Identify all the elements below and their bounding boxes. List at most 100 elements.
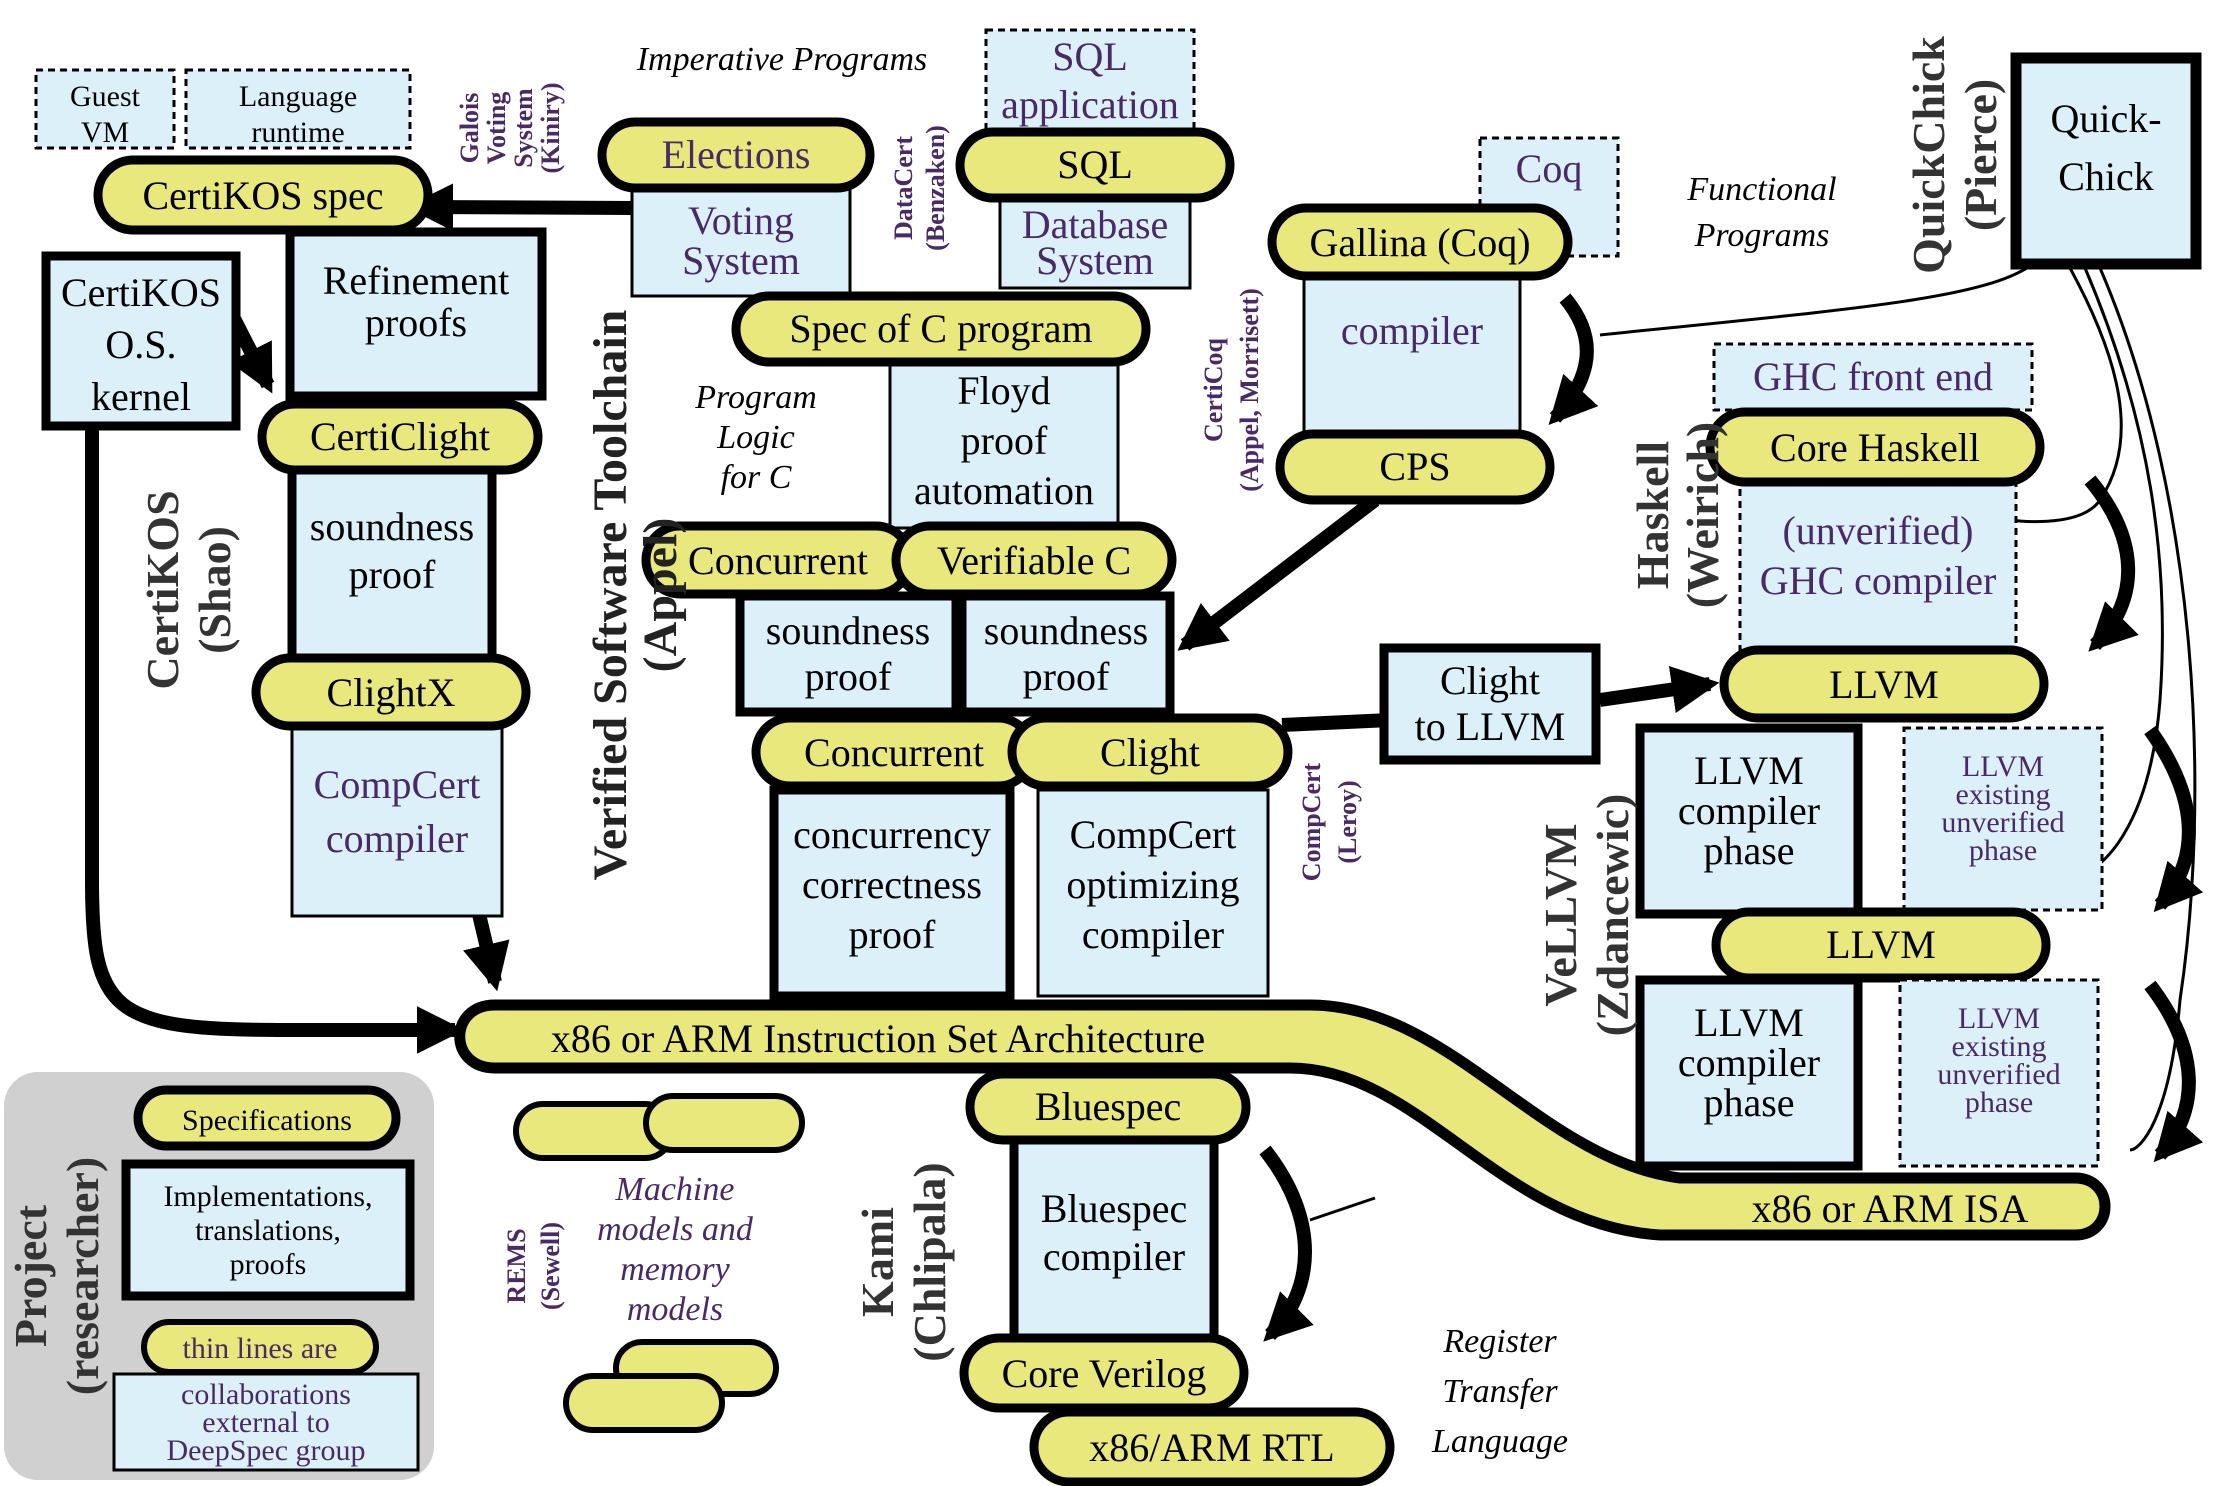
isa-road xyxy=(454,999,2111,1241)
sql-pill-text: SQL xyxy=(1057,142,1133,187)
elections-pill xyxy=(597,117,875,193)
collab-compcert-line: (Leroy) xyxy=(1333,780,1362,863)
ghc-compiler-box-line: GHC compiler xyxy=(1760,558,1997,603)
arrow-compcert-to-isa xyxy=(463,908,510,992)
concurrency-proof-box xyxy=(769,785,1015,1001)
bluespec-compiler-box xyxy=(1009,1135,1219,1343)
sql-pill-line: SQL xyxy=(1057,142,1133,187)
clight-pill xyxy=(1007,713,1293,791)
legend-collaborations-box-line: DeepSpec group xyxy=(166,1434,365,1467)
concurrent-mid-pill-text: Concurrent xyxy=(804,730,984,775)
certicoq-compiler-box-text: compiler xyxy=(1341,308,1483,353)
project-haskell-line: Haskell xyxy=(1627,441,1678,589)
arrow-bluespec-to-verilog xyxy=(1259,1145,1314,1342)
bluespec-pill-text: Bluespec xyxy=(1035,1084,1182,1129)
core-verilog-pill-line: Core Verilog xyxy=(1002,1351,1207,1396)
clight-pill-line: Clight xyxy=(1100,730,1200,775)
language-runtime-box-line: runtime xyxy=(251,116,344,149)
quickchick-box-line: Quick- xyxy=(2050,96,2161,141)
guest-vm-box xyxy=(34,68,176,150)
llvm-pill-1 xyxy=(1719,645,2049,723)
llvm-pill-1-line: LLVM xyxy=(1829,662,1939,707)
legend-implementations-box-line: proofs xyxy=(230,1248,307,1281)
quickchick-box-line: Chick xyxy=(2058,154,2154,199)
soundness-proof-a-box-line: proof xyxy=(805,654,892,699)
project-vst-line: Verified Software Toolchain xyxy=(584,310,637,881)
certiclight-pill-line: CertiClight xyxy=(310,414,490,459)
floyd-box xyxy=(888,358,1120,530)
concurrent-top-pill-line: Concurrent xyxy=(688,538,868,583)
clight-to-llvm-box xyxy=(1379,643,1601,765)
llvm-pill-2 xyxy=(1711,907,2051,983)
rtl-pill-line: x86/ARM RTL xyxy=(1089,1425,1334,1470)
legend-specifications-pill-text: Specifications xyxy=(182,1104,352,1137)
collab-certicoq-text: CertiCoq(Appel, Morrisett) xyxy=(1199,288,1264,492)
thin-lines xyxy=(1309,264,2197,1222)
collab-rems-line: (Sewell) xyxy=(536,1222,565,1310)
legend-specifications-pill xyxy=(133,1085,401,1151)
certiclight-pill-text: CertiClight xyxy=(310,414,490,459)
ghc-compiler-box xyxy=(1738,478,2018,652)
project-vellvm-text: VeLLVM(Zdancewic) xyxy=(1535,794,1638,1037)
isa-main-line: x86 or ARM Instruction Set Architecture xyxy=(551,1016,1205,1061)
certicoq-compiler-box-line: compiler xyxy=(1341,308,1483,353)
collab-datacert-text: DataCert(Benzaken) xyxy=(889,125,950,251)
program-logic-label-line: Logic xyxy=(716,419,794,456)
floyd-box-line: proof xyxy=(961,418,1048,463)
legend-specifications-pill-line: Specifications xyxy=(182,1104,352,1137)
verifiable-c-pill-line: Verifiable C xyxy=(937,538,1131,583)
certikos-kernel-box-line: CertiKOS xyxy=(61,270,221,315)
collab-galois-line: Galois xyxy=(455,93,484,164)
project-kami-line: (Chlipala) xyxy=(904,1162,955,1361)
register-transfer-label-line: Transfer xyxy=(1442,1373,1558,1410)
project-vst-line: (Appel) xyxy=(634,518,687,673)
legend-title-line: Project xyxy=(5,1204,56,1347)
soundness-proof-left-box-line: soundness xyxy=(310,504,474,549)
gallina-pill-text: Gallina (Coq) xyxy=(1309,220,1530,265)
language-runtime-box-line: Language xyxy=(239,80,357,113)
legend-collaborations-box-line: external to xyxy=(202,1406,329,1439)
bluespec-compiler-box-line: Bluespec xyxy=(1041,1186,1188,1231)
arrow-llvm-to-llvm xyxy=(2144,725,2204,913)
voting-system-box-line: System xyxy=(682,238,800,283)
legend-implementations-box xyxy=(121,1159,415,1301)
project-certikos-line: (Shao) xyxy=(189,526,240,654)
compcert-optimizing-box-line: compiler xyxy=(1082,912,1224,957)
floyd-box-line: automation xyxy=(914,468,1094,513)
collab-galois-line: Voting xyxy=(482,92,511,165)
legend-implementations-box-line: Implementations, xyxy=(163,1180,372,1213)
rtl-pill xyxy=(1029,1407,1395,1486)
project-kami-text: Kami(Chlipala) xyxy=(852,1162,955,1361)
collab-datacert-line: (Benzaken) xyxy=(921,125,950,251)
sql-application-box xyxy=(984,28,1196,132)
bluespec-pill xyxy=(965,1069,1251,1145)
collab-datacert-line: DataCert xyxy=(889,136,918,240)
legend-collaborations-box-line: collaborations xyxy=(181,1378,351,1411)
llvm-pill-2-text: LLVM xyxy=(1826,922,1936,967)
soundness-proof-b-box-line: proof xyxy=(1023,654,1110,699)
coq-box-text: Coq xyxy=(1516,146,1583,191)
certikos-kernel-box xyxy=(41,251,241,431)
voting-system-box-line: Voting xyxy=(688,198,794,243)
ghc-compiler-box-line: (unverified) xyxy=(1782,508,1973,553)
legend-implementations-box-text: Implementations,translations,proofs xyxy=(163,1180,372,1281)
concurrency-proof-box-line: concurrency xyxy=(793,812,991,857)
project-quickchick-text: QuickChick(Pierce) xyxy=(1903,36,2006,274)
project-vellvm-line: (Zdancewic) xyxy=(1587,794,1638,1037)
concurrency-proof-box-line: correctness xyxy=(802,862,982,907)
guest-vm-box-line: Guest xyxy=(70,80,141,113)
register-transfer-label-line: Language xyxy=(1431,1423,1568,1460)
elections-pill-text: Elections xyxy=(662,132,811,177)
isa-right-text: x86 or ARM ISA xyxy=(1752,1186,2029,1231)
spec-of-c-pill xyxy=(731,291,1151,367)
